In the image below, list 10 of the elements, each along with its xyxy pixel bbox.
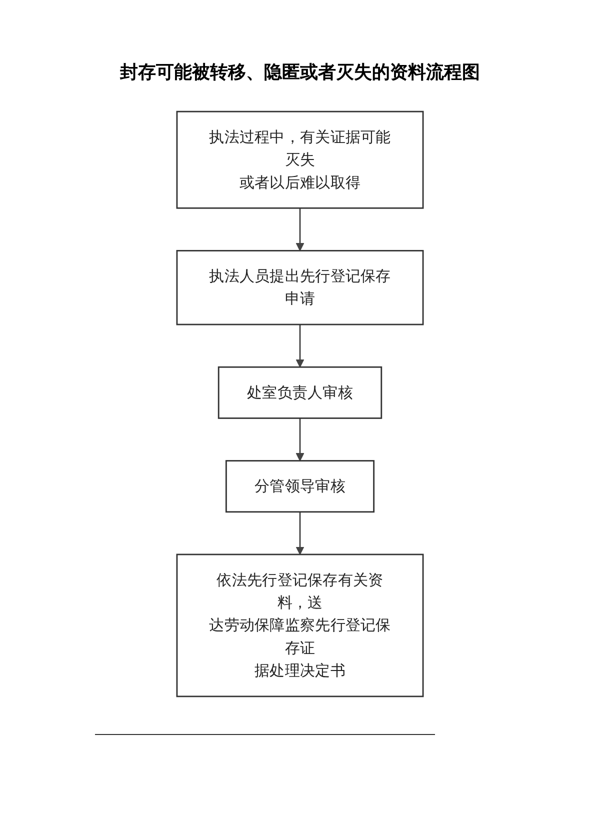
arrow [296, 512, 304, 555]
diagram-title: 封存可能被转移、隐匿或者灭失的资料流程图 [119, 61, 481, 84]
node-box: 依法先行登记保存有关资料，送达劳动保障监察先行登记保存证据处理决定书 [176, 554, 424, 698]
arrow [296, 324, 304, 368]
node-box: 执法过程中，有关证据可能灭失或者以后难以取得 [176, 110, 424, 209]
arrow [296, 208, 304, 252]
node-box: 执法人员提出先行登记保存申请 [176, 250, 424, 326]
node-box: 分管领导审核 [225, 460, 375, 513]
node-box: 处室负责人审核 [218, 366, 382, 419]
arrow [296, 418, 304, 462]
